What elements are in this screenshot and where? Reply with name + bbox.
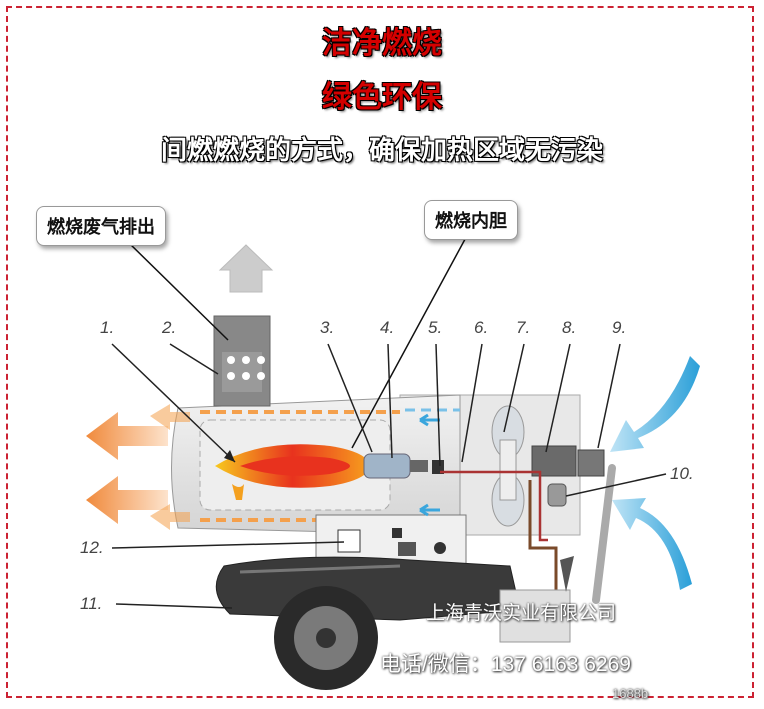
callout-inner-chamber: 燃烧内胆 xyxy=(424,200,518,240)
part-number-11: 11. xyxy=(80,594,103,613)
title-green-eco: 绿色环保 xyxy=(322,80,442,115)
part-number-2: 2. xyxy=(162,318,177,337)
watermark-site: 1688b xyxy=(612,686,649,701)
part-number-7: 7. xyxy=(516,318,531,337)
warm-air-arrow-lower xyxy=(86,476,168,524)
part-number-5: 5. xyxy=(428,318,443,337)
part-number-12: 12. xyxy=(80,538,104,557)
callout-exhaust: 燃烧废气排出 xyxy=(36,206,166,246)
dashed-border xyxy=(6,6,754,698)
exhaust-up-arrow xyxy=(218,244,274,293)
part-number-10: 10. xyxy=(670,464,694,483)
watermark-company: 上海青沃实业有限公司 xyxy=(426,603,617,624)
part-number-4: 4. xyxy=(380,318,395,337)
cold-air-arrow-lower xyxy=(612,498,692,590)
watermark-phone: 电话/微信：137 6163 6269 xyxy=(380,653,631,676)
filter xyxy=(547,483,567,507)
control-box xyxy=(577,449,605,477)
chamber-pointer xyxy=(351,229,471,449)
title-indirect-combustion: 间燃燃烧的方式，确保加热区域无污染 xyxy=(160,136,603,166)
part-number-6: 6. xyxy=(474,318,489,337)
title-clean-combustion: 洁净燃烧 xyxy=(322,26,442,61)
part-number-9: 9. xyxy=(612,318,627,337)
exhaust-pointer xyxy=(127,241,229,341)
part-number-3: 3. xyxy=(320,318,335,337)
warm-air-arrow-upper xyxy=(86,412,168,460)
part-number-1: 1. xyxy=(100,318,115,337)
stand xyxy=(499,589,571,643)
burner-nozzle xyxy=(363,453,411,479)
part-number-8: 8. xyxy=(562,318,577,337)
cold-air-arrow-upper xyxy=(610,356,700,452)
